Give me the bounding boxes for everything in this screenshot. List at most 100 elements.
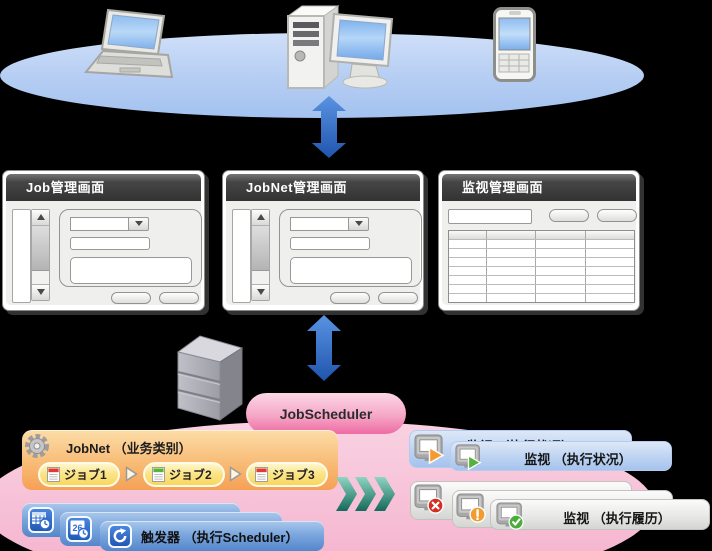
table-cell (535, 276, 584, 284)
calendar-number: 26 (72, 523, 82, 533)
job-sheet-icon (47, 467, 60, 482)
window-title: 监视管理画面 (462, 180, 544, 195)
arrow-up-icon (36, 214, 45, 220)
table-cell (449, 285, 486, 293)
ok-button[interactable] (330, 292, 370, 304)
job-sheet-icon (255, 467, 268, 482)
jobnet-list-box[interactable] (232, 209, 251, 303)
calendar-clock-icon (28, 507, 54, 533)
mobile-phone-icon (493, 7, 536, 82)
table-cell (449, 258, 486, 266)
window-job-management: Job管理画面 (2, 170, 205, 311)
table-header-cell (449, 231, 486, 239)
dropdown-field[interactable] (70, 217, 130, 231)
scrollbar[interactable] (251, 209, 270, 301)
window-title-bar: Job管理画面 (6, 174, 201, 201)
job-flow-row: ジョブ1 ジョブ2 (22, 462, 338, 487)
table-cell (486, 285, 535, 293)
table-cell (584, 276, 634, 284)
table-cell (486, 240, 535, 248)
refresh-icon (108, 524, 132, 548)
table-cell (584, 240, 634, 248)
dropdown-button[interactable] (128, 217, 149, 231)
scroll-up-button[interactable] (252, 210, 269, 226)
table-row (449, 275, 634, 284)
scroll-up-button[interactable] (32, 210, 49, 226)
clients-to-scheduler-arrow-icon (307, 315, 341, 381)
flow-triangle-icon (229, 466, 242, 482)
table-header-cell (535, 231, 584, 239)
table-row (449, 239, 634, 248)
gear-icon (25, 434, 49, 458)
scroll-down-button[interactable] (32, 284, 49, 300)
chevron-down-icon (354, 221, 363, 226)
arrow-up-icon (256, 214, 265, 220)
table-cell (486, 249, 535, 257)
scrollbar-thumb[interactable] (252, 226, 269, 271)
job-label: ジョブ2 (169, 468, 212, 482)
refresh-button[interactable] (597, 209, 637, 222)
table-row (449, 266, 634, 275)
table-row (449, 257, 634, 266)
table-cell (535, 267, 584, 275)
table-cell (584, 285, 634, 293)
table-header-cell (584, 231, 634, 239)
table-cell (486, 267, 535, 275)
table-cell (535, 249, 584, 257)
monitor-status-box-front: 监视 （执行状况） (450, 441, 672, 471)
table-cell (449, 294, 486, 302)
calendar-date-icon: 26 (66, 516, 92, 542)
form-panel (279, 209, 422, 287)
search-button[interactable] (549, 209, 589, 222)
job-pill-2: ジョブ2 (143, 462, 225, 487)
text-field[interactable] (290, 237, 370, 250)
table-cell (486, 276, 535, 284)
monitor-table[interactable] (448, 230, 635, 303)
scroll-down-button[interactable] (252, 284, 269, 300)
monitor-play-orange-icon (414, 434, 445, 465)
cancel-button[interactable] (378, 292, 418, 304)
table-cell (486, 258, 535, 266)
monitor-play-green-icon (455, 444, 482, 471)
table-cell (449, 267, 486, 275)
table-header-cell (486, 231, 535, 239)
table-cell (535, 285, 584, 293)
cancel-button[interactable] (159, 292, 199, 304)
form-panel (59, 209, 202, 287)
desktop-pc-icon (286, 5, 394, 90)
cloud-to-clients-arrow-icon (312, 96, 346, 158)
arrow-down-icon (36, 289, 45, 295)
flow-triangle-icon (125, 466, 138, 482)
scrollbar[interactable] (31, 209, 50, 301)
ok-button[interactable] (111, 292, 151, 304)
text-area[interactable] (290, 257, 412, 284)
trigger-label: 触发器 （执行Scheduler） (141, 529, 299, 545)
dropdown-button[interactable] (348, 217, 369, 231)
server-icon (176, 335, 244, 421)
table-header-row (449, 231, 634, 239)
table-row (449, 293, 634, 302)
scrollbar-thumb[interactable] (32, 226, 49, 271)
window-title: Job管理画面 (26, 180, 105, 195)
table-cell (449, 240, 486, 248)
table-cell (584, 249, 634, 257)
window-body (6, 201, 202, 305)
job-pill-3: ジョブ3 (246, 462, 328, 487)
search-input[interactable] (448, 209, 532, 224)
dropdown-field[interactable] (290, 217, 350, 231)
text-area[interactable] (70, 257, 192, 284)
monitor-history-label: 监视 （执行履历） (563, 511, 671, 526)
text-field[interactable] (70, 237, 150, 250)
monitor-check-icon (496, 502, 524, 530)
laptop-icon (83, 8, 174, 79)
monitor-error-icon (414, 484, 444, 514)
job-label: ジョブ3 (272, 468, 315, 482)
flow-chevrons-icon (336, 477, 395, 511)
table-cell (584, 294, 634, 302)
table-row (449, 284, 634, 293)
table-cell (449, 276, 486, 284)
table-cell (584, 258, 634, 266)
job-list-box[interactable] (12, 209, 31, 303)
jobscheduler-pill: JobScheduler (246, 393, 406, 434)
